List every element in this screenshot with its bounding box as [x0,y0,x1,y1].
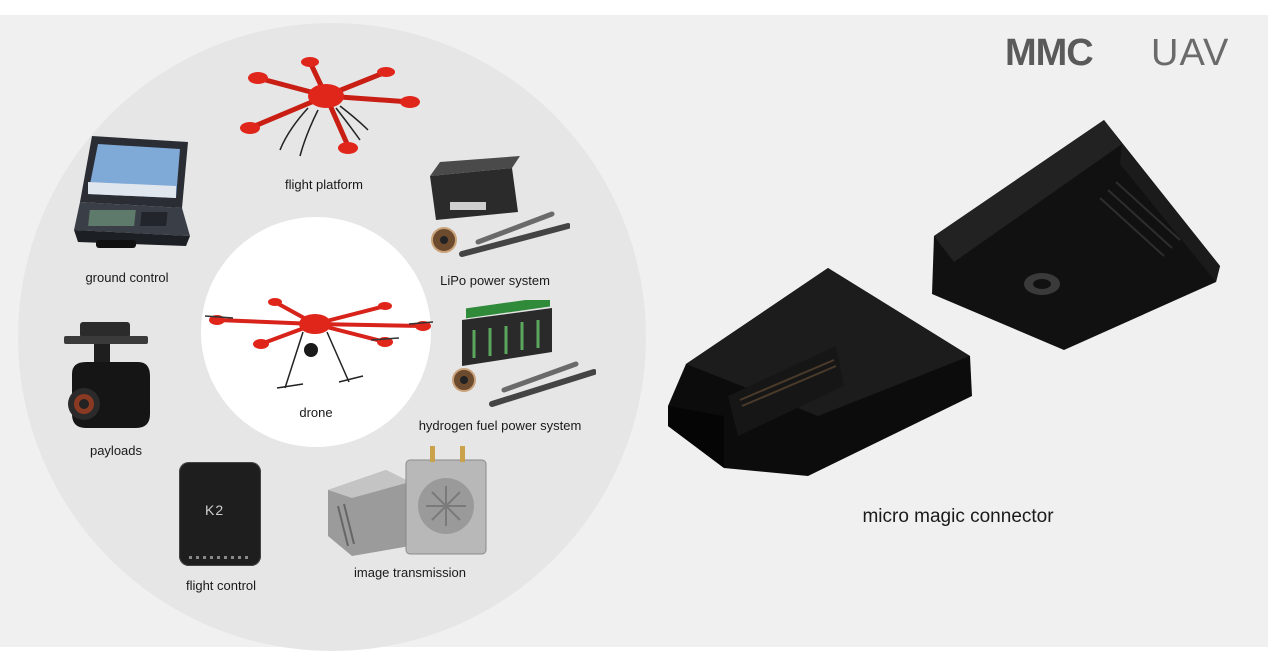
drone-image [204,298,433,389]
flight-platform-label: flight platform [284,177,364,192]
logo-uav-text: UAV [1151,32,1230,74]
micro-magic-connector-image [668,120,1220,476]
drone-label: drone [299,405,333,420]
hydrogen-fuel-power-system-image [452,300,596,407]
payloads-image [64,322,150,428]
lipo-power-system-image [430,156,570,257]
flight-platform-image [240,57,420,157]
image-transmission-label: image transmission [354,565,466,580]
hydrogen-fuel-power-system-label: hydrogen fuel power system [418,418,582,433]
ground-control-image [74,136,190,248]
flight-control-port-strip [189,556,251,559]
logo-mmc-text: MMC [1005,32,1094,74]
ground-control-label: ground control [85,270,169,285]
lipo-power-system-label: LiPo power system [440,273,550,288]
image-transmission-image [328,446,487,556]
micro-magic-connector-caption: micro magic connector [862,506,1054,527]
payloads-label: payloads [89,443,143,458]
mmcuav-logo: MMC UAV [1005,32,1245,74]
flight-control-label: flight control [185,578,257,593]
flight-control-image: K2 [179,462,261,566]
flight-control-badge: K2 [205,502,225,518]
